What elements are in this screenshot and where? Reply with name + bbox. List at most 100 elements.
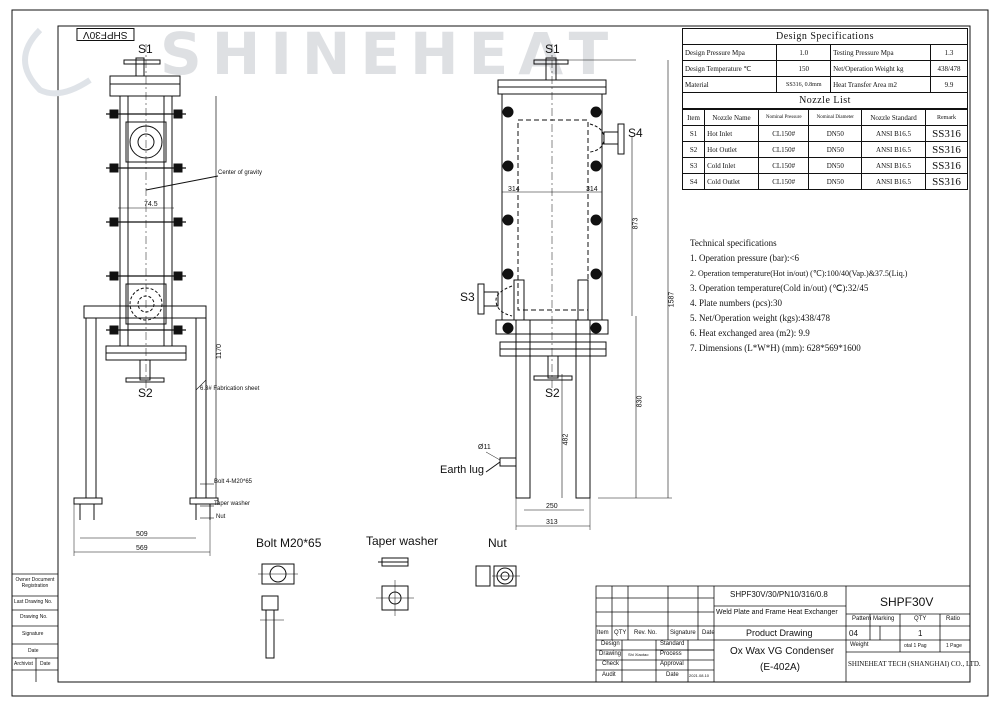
table-row: S4 Cold Outlet CL150# DN50 ANSI B16.5 SS… bbox=[681, 173, 968, 190]
cell-name: Cold Inlet bbox=[704, 157, 759, 174]
watermark-arc bbox=[22, 27, 92, 97]
cell-pressure: CL150# bbox=[757, 157, 810, 174]
table-row: Design Pressure Mpa 1.0 Testing Pressure… bbox=[681, 44, 969, 61]
side-signature: Signature bbox=[22, 631, 44, 637]
front-view bbox=[477, 44, 672, 530]
table-header-row: Item Nozzle Name Nominal Pressure Nomina… bbox=[681, 109, 968, 126]
technical-line: 7. Dimensions (L*W*H) (mm): 628*569*1600 bbox=[690, 343, 861, 353]
dim-873: 873 bbox=[632, 217, 640, 230]
taper-washer-label: Taper washer bbox=[214, 501, 251, 507]
label-s4: S4 bbox=[628, 126, 643, 140]
dim-74-5: 74.5 bbox=[144, 201, 158, 208]
detail-taper-label: Taper washer bbox=[366, 534, 439, 548]
cell-name: Hot Inlet bbox=[704, 125, 759, 142]
spec-cell: Design Pressure Mpa bbox=[681, 44, 778, 61]
cell-remark: SS316 bbox=[925, 141, 968, 158]
technical-line: 3. Operation temperature(Cold in/out) (℃… bbox=[690, 283, 869, 293]
spec-cell: 9.9 bbox=[929, 76, 969, 93]
dim-1587: 1587 bbox=[668, 291, 676, 308]
qty-value: 1 bbox=[918, 629, 923, 638]
model-title: SHPF30V bbox=[880, 595, 934, 609]
rev-qty: QTY bbox=[614, 630, 627, 636]
side-date-2: Date bbox=[40, 661, 51, 667]
cell-diameter: DN50 bbox=[808, 125, 863, 142]
outer-frame bbox=[11, 9, 989, 697]
spec-cell: 1.0 bbox=[776, 44, 832, 61]
role-process: Process bbox=[660, 651, 682, 657]
design-specs-table: Design Specifications Design Pressure Mp… bbox=[681, 28, 969, 109]
dim-313: 313 bbox=[546, 519, 558, 526]
rev-date: Date bbox=[702, 630, 715, 636]
ratio-label: Ratio bbox=[946, 616, 961, 622]
watermark-logo: SHINEHEAT bbox=[160, 20, 619, 88]
role-standard: Standard bbox=[660, 641, 685, 647]
table-row: S3 Cold Inlet CL150# DN50 ANSI B16.5 SS3… bbox=[681, 157, 968, 174]
side-registration-lines bbox=[12, 573, 58, 682]
side-drawing-no: Drawing No. bbox=[20, 614, 48, 620]
nozzle-list-table: Item Nozzle Name Nominal Pressure Nomina… bbox=[681, 109, 968, 190]
cell-item: S3 bbox=[681, 157, 706, 174]
company-name: SHINEHEAT TECH (SHANGHAI) CO., LTD. bbox=[848, 660, 981, 668]
model-code: SHPF30V/30/PN10/316/0.8 bbox=[730, 590, 828, 599]
technical-line: 1. Operation pressure (bar):<6 bbox=[690, 253, 800, 263]
spec-cell: Design Temperature ℃ bbox=[681, 60, 778, 77]
dim-250: 250 bbox=[546, 503, 558, 510]
inner-frame bbox=[57, 25, 971, 683]
spec-cell: 150 bbox=[776, 60, 832, 77]
date-value: 2021.08.10 bbox=[689, 673, 710, 678]
side-view bbox=[73, 44, 219, 556]
label-s2-right: S2 bbox=[545, 386, 560, 400]
col-header: Nozzle Standard bbox=[861, 109, 927, 126]
cell-item: S4 bbox=[681, 173, 706, 190]
dim-509: 509 bbox=[136, 531, 148, 538]
spec-cell: Material bbox=[681, 76, 778, 93]
page-no: 1 Page bbox=[946, 643, 962, 649]
rev-no: Rev. No. bbox=[634, 630, 657, 636]
technical-title: Technical specifications bbox=[690, 238, 777, 248]
side-archivist: Archivist bbox=[14, 661, 33, 667]
total-pages: otal 1 Pag bbox=[904, 643, 927, 649]
col-header: Remark bbox=[925, 109, 968, 126]
role-design: Design bbox=[601, 641, 620, 647]
spec-cell: 1.3 bbox=[929, 44, 969, 61]
table-row: Material SS316, 0.8mm Heat Transfer Area… bbox=[681, 76, 969, 93]
equipment-name-1: Ox Wax VG Condenser bbox=[730, 646, 835, 657]
dim-314-left: 314 bbox=[508, 186, 520, 193]
cell-pressure: CL150# bbox=[757, 141, 810, 158]
table-row: Design Temperature ℃ 150 Net/Operation W… bbox=[681, 60, 969, 77]
nozzle-list-title: Nozzle List bbox=[682, 92, 968, 109]
detail-nut-label: Nut bbox=[488, 536, 507, 550]
cell-standard: ANSI B16.5 bbox=[861, 141, 927, 158]
label-s1-right: S1 bbox=[545, 42, 560, 56]
cell-item: S2 bbox=[681, 141, 706, 158]
spec-cell: 438/478 bbox=[929, 60, 969, 77]
spec-cell: Testing Pressure Mpa bbox=[830, 44, 931, 61]
label-s2-left: S2 bbox=[138, 386, 153, 400]
cell-remark: SS316 bbox=[925, 157, 968, 174]
dim-482: 482 bbox=[562, 433, 570, 446]
pattern-value: 04 bbox=[849, 629, 858, 638]
role-date: Date bbox=[666, 672, 679, 678]
technical-line: 4. Plate numbers (pcs):30 bbox=[690, 298, 782, 308]
role-audit: Audit bbox=[602, 672, 616, 678]
table-row: S1 Hot Inlet CL150# DN50 ANSI B16.5 SS31… bbox=[681, 125, 968, 142]
role-check: Check bbox=[602, 661, 620, 667]
cell-standard: ANSI B16.5 bbox=[861, 173, 927, 190]
qty-label: QTY bbox=[914, 616, 927, 622]
center-of-gravity-label: Center of gravity bbox=[218, 170, 263, 176]
label-s3: S3 bbox=[460, 290, 475, 304]
col-header: Item bbox=[681, 109, 706, 126]
dim-569: 569 bbox=[136, 545, 148, 552]
weight-label: Weight bbox=[850, 642, 869, 648]
cell-item: S1 bbox=[681, 125, 706, 142]
technical-specifications: Technical specifications 1. Operation pr… bbox=[690, 236, 907, 356]
table-row: S2 Hot Outlet CL150# DN50 ANSI B16.5 SS3… bbox=[681, 141, 968, 158]
dim-314-right: 314 bbox=[586, 186, 598, 193]
col-header: Nominal Pressure bbox=[757, 109, 810, 126]
side-owner-registration: Owner Document Registration bbox=[15, 577, 55, 589]
technical-line: 2. Operation temperature(Hot in/out) (℃)… bbox=[690, 269, 908, 278]
side-last-drawing: Last Drawing No. bbox=[14, 599, 53, 605]
cell-standard: ANSI B16.5 bbox=[861, 125, 927, 142]
role-drawing: Drawing bbox=[599, 651, 622, 657]
